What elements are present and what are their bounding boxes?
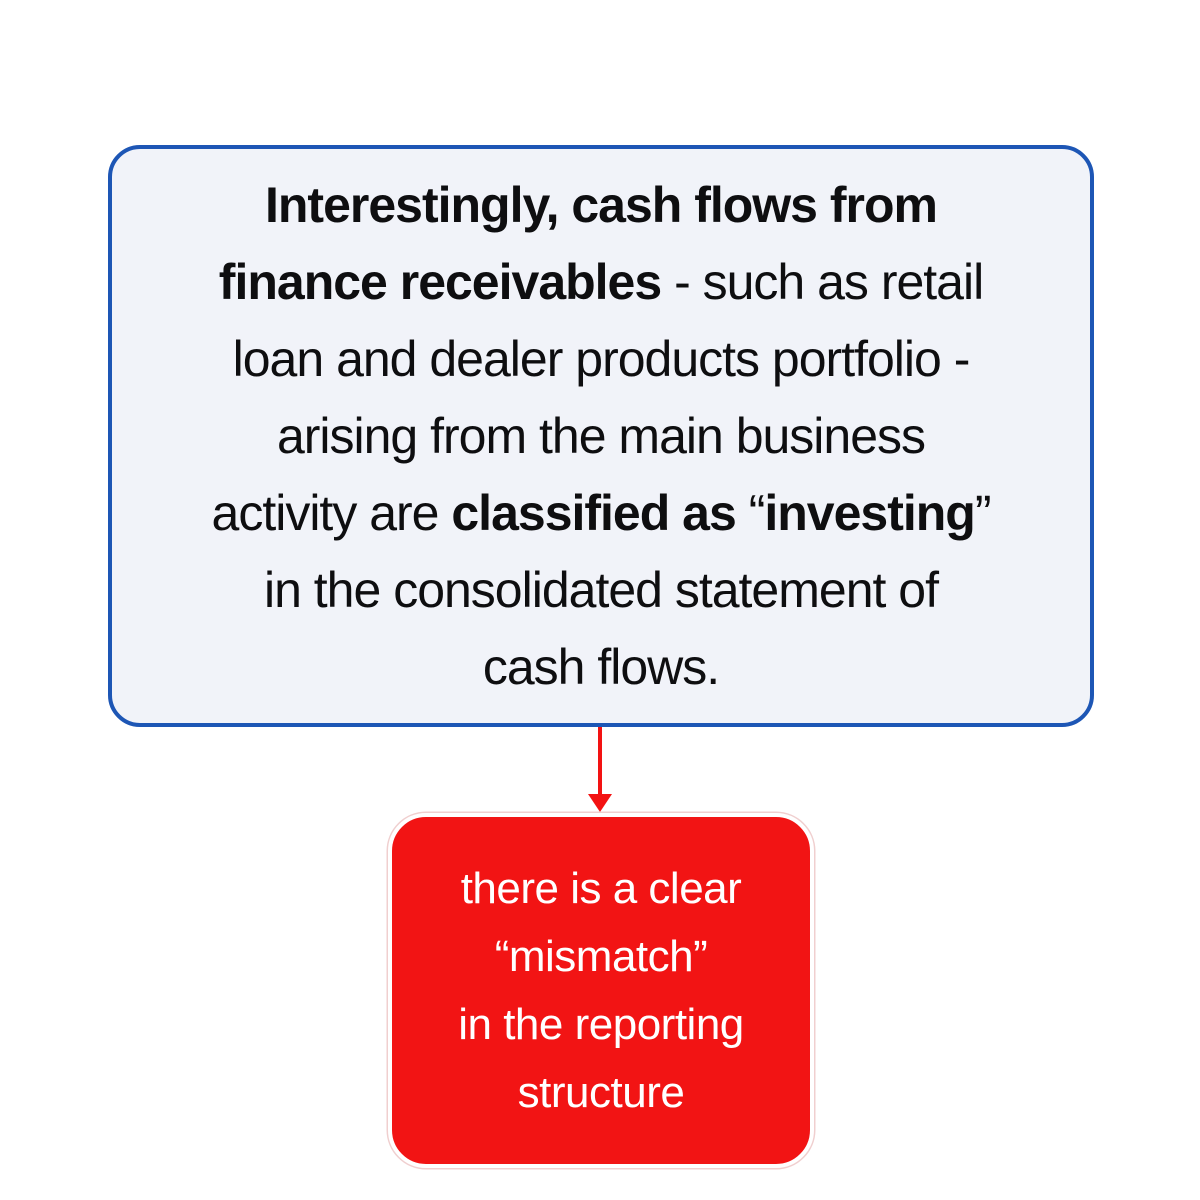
callout-line-4: structure [517,1067,685,1117]
statement-line-6: in the consolidated statement of [263,552,939,629]
arrow-head [588,794,612,812]
text-segment: investing [764,484,975,541]
statement-line-4: arising from the main business [276,398,926,475]
text-segment: - such as retail [661,253,984,310]
text-segment: finance receivables [218,253,662,310]
statement-line-7: cash flows. [482,629,720,706]
callout-line-1: there is a clear [460,863,742,913]
statement-line-2: finance receivables - such as retail [218,244,984,321]
statement-box: Interestingly, cash flows from finance r… [108,145,1094,727]
down-arrow-icon [588,727,612,812]
text-segment: activity are [211,484,452,541]
callout-line-2: “mismatch” [494,931,708,981]
text-segment: loan and dealer products portfolio - [232,330,971,387]
statement-line-3: loan and dealer products portfolio - [232,321,971,398]
statement-line-5: activity are classified as “investing” [211,475,992,552]
text-segment: “ [735,484,766,541]
callout-line-3: in the reporting [458,999,744,1049]
text-segment: ” [974,484,992,541]
callout-box: there is a clear “mismatch” in the repor… [388,813,814,1168]
text-segment: in the consolidated statement of [263,561,939,618]
statement-line-1: Interestingly, cash flows from [264,167,938,244]
text-segment: arising from the main business [276,407,926,464]
text-segment: cash flows. [482,638,720,695]
text-segment: classified as [451,484,736,541]
text-segment: Interestingly, cash flows from [264,176,938,233]
